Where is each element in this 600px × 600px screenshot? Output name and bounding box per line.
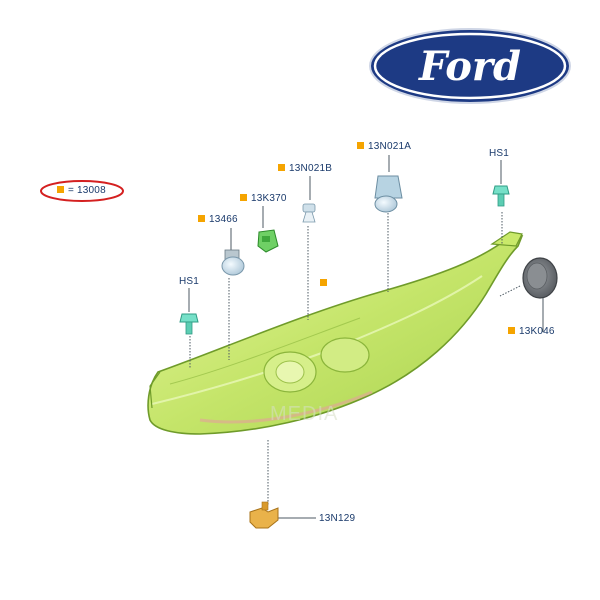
legend-13008: = 13008 (57, 185, 106, 196)
orange-marker-icon (508, 326, 515, 334)
watermark: MEDIA (270, 403, 339, 425)
callout-13N021B: 13N021B (278, 163, 332, 174)
callout-13K046: 13K046 (508, 326, 555, 337)
orange-marker-icon (57, 185, 64, 193)
part-label-13K046: 13K046 (519, 326, 555, 337)
ford-logo: Ford (369, 28, 571, 104)
screw-hs1-top (492, 185, 510, 207)
part-label-13N129: 13N129 (319, 513, 356, 524)
orange-marker-icon (357, 141, 364, 149)
callout-hs1-left: HS1 (179, 276, 199, 287)
orange-marker-icon (198, 214, 205, 222)
callout-hs1-top: HS1 (489, 148, 509, 159)
part-label-13466: 13466 (209, 214, 238, 225)
part-label-13K370: 13K370 (251, 193, 287, 204)
callout-lines (188, 155, 544, 519)
orange-marker-icon (240, 193, 247, 201)
callout-13K370: 13K370 (240, 193, 287, 204)
ford-logo-text: Ford (418, 43, 521, 90)
legend-label: = 13008 (68, 185, 106, 196)
cap-13K046 (522, 257, 558, 299)
part-label-hs1-left: HS1 (179, 276, 200, 287)
bracket-13N129 (249, 501, 279, 529)
callout-13466: 13466 (198, 214, 238, 225)
part-label-13N021A: 13N021A (368, 141, 412, 152)
callout-13N021A: 13N021A (357, 141, 411, 152)
headlamp-assembly (147, 231, 524, 435)
leader-lines (189, 210, 521, 505)
screw-hs1-left (179, 313, 199, 335)
bulb-13466 (221, 249, 245, 276)
bulb-13N021B (302, 203, 316, 223)
bulb-13N021A (374, 175, 403, 213)
orange-marker-icon (320, 278, 327, 286)
callout-13008-marker (320, 278, 331, 289)
orange-marker-icon (278, 163, 285, 171)
part-label-13N021B: 13N021B (289, 163, 333, 174)
part-label-hs1-top: HS1 (489, 148, 510, 159)
callout-13N129: 13N129 (319, 513, 355, 524)
socket-13K370 (257, 229, 279, 253)
legend-highlight (40, 180, 124, 202)
